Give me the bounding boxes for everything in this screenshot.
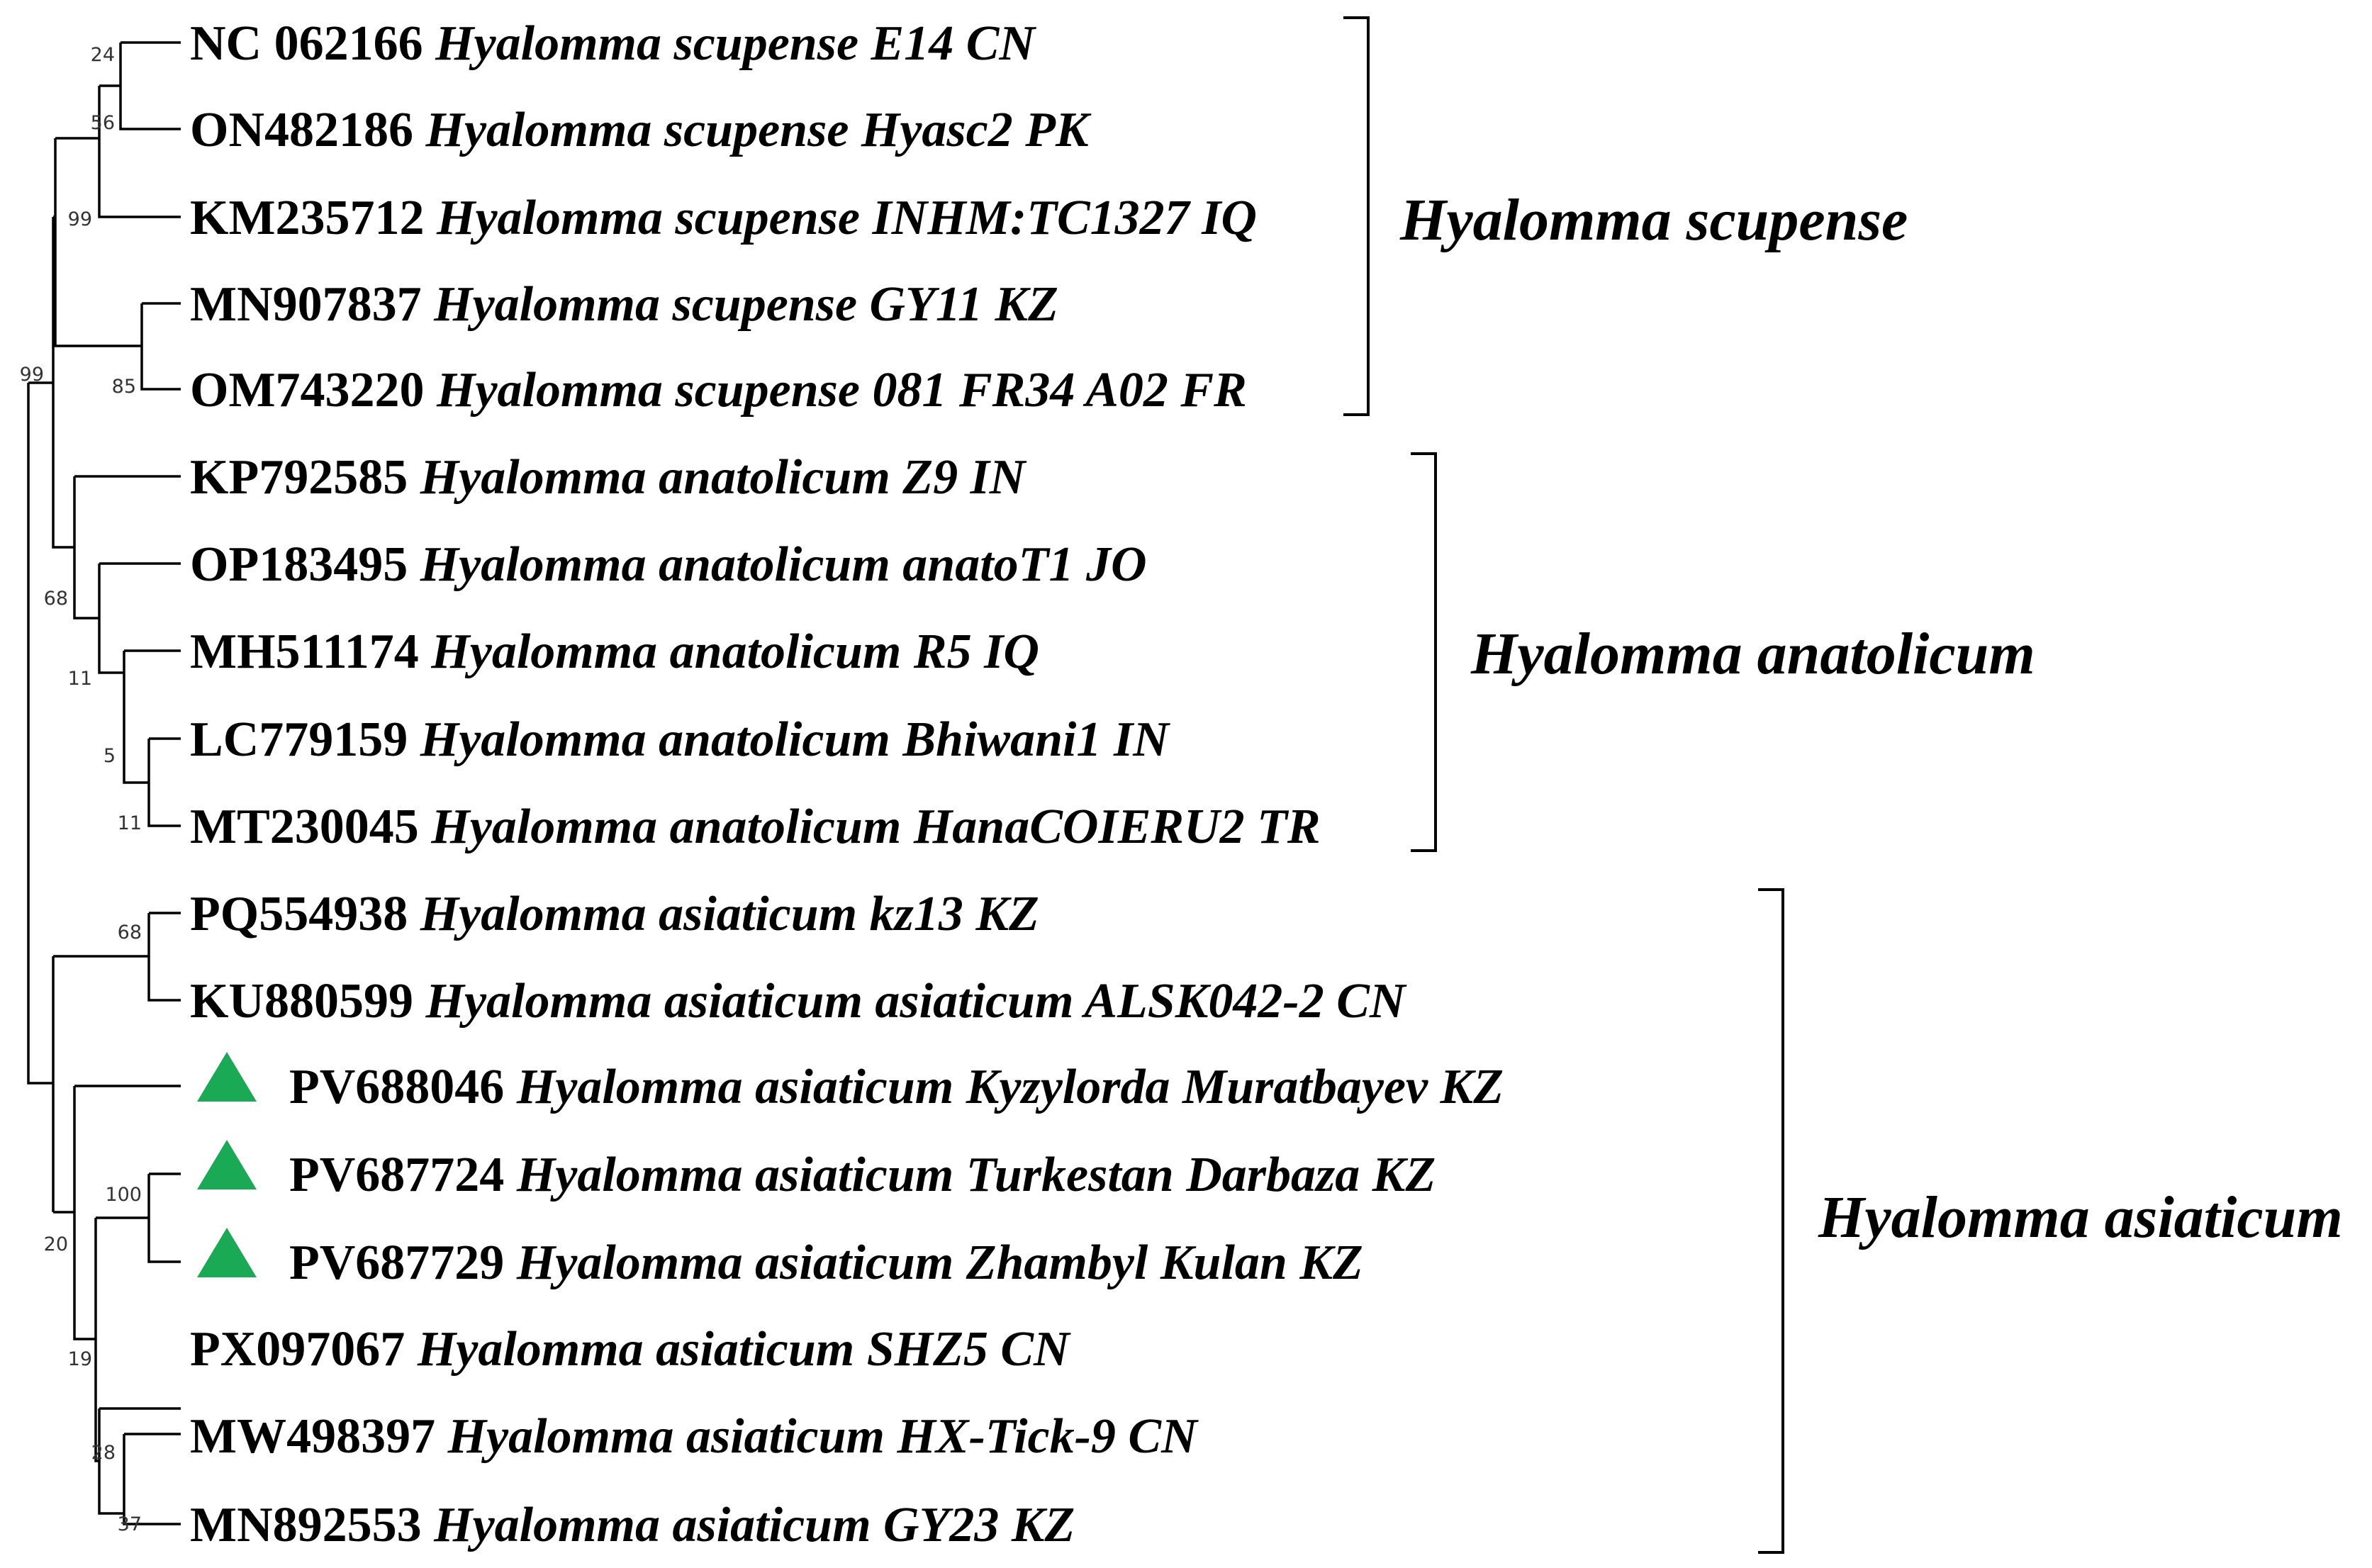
branch-56: [98, 84, 181, 218]
branch-85: [99, 302, 181, 391]
bootstrap-value: 100: [105, 1184, 142, 1206]
leaf-species: Hyalomma asiaticum kz13 KZ: [408, 887, 1039, 941]
leaf-label: OM743220 Hyalomma scupense 081 FR34 A02 …: [190, 363, 1247, 418]
leaf-species: Hyalomma asiaticum HX-Tick-9 CN: [435, 1409, 1199, 1464]
bootstrap-value: 24: [91, 44, 115, 66]
leaf-accession: PX097067: [190, 1322, 405, 1377]
leaf-label: PV688046 Hyalomma asiaticum Kyzylorda Mu…: [289, 1060, 1504, 1114]
branch-100: [94, 1172, 181, 1462]
bootstrap-value: 99: [20, 364, 44, 386]
clade-brackets: [1343, 16, 1784, 1554]
leaf-label: MN907837 Hyalomma scupense GY11 KZ: [190, 277, 1058, 332]
leaf-species: Hyalomma scupense E14 CN: [423, 16, 1037, 71]
tree-branches: [27, 41, 181, 1525]
leaf-accession: ON482186: [190, 103, 413, 157]
bootstrap-value: 20: [44, 1233, 68, 1255]
clade-bracket-anatolicum: [1411, 452, 1437, 852]
bootstrap-value: 56: [91, 112, 115, 134]
triangle-marker-icon: [197, 1052, 257, 1102]
branch-11a: [98, 562, 181, 674]
leaf-label: KP792585 Hyalomma anatolicum Z9 IN: [190, 450, 1027, 505]
bootstrap-value: 5: [104, 745, 116, 767]
bootstrap-value: 11: [118, 812, 142, 834]
leaf-accession: MW498397: [190, 1409, 435, 1464]
leaf-accession: LC779159: [190, 712, 408, 767]
leaf-species: Hyalomma anatolicum Bhiwani1 IN: [408, 712, 1170, 767]
leaf-species: Hyalomma asiaticum asiaticum ALSK042-2 C…: [413, 974, 1407, 1029]
leaf-accession: MN892553: [190, 1498, 422, 1552]
branch-11b: [147, 737, 181, 827]
clade-bracket-scupense: [1343, 16, 1370, 416]
bootstrap-value: 85: [112, 376, 136, 398]
leaf-label: KM235712 Hyalomma scupense INHM:TC1327 I…: [190, 191, 1257, 245]
bootstrap-value: 28: [91, 1442, 116, 1464]
leaf-accession: OP183495: [190, 537, 408, 592]
leaf-label: PX097067 Hyalomma asiaticum SHZ5 CN: [190, 1322, 1071, 1377]
leaf-label: MW498397 Hyalomma asiaticum HX-Tick-9 CN: [190, 1409, 1199, 1464]
leaf-species: Hyalomma asiaticum Kyzylorda Muratbayev …: [504, 1060, 1504, 1114]
leaf-species: Hyalomma scupense GY11 KZ: [422, 277, 1058, 332]
bootstrap-value: 68: [118, 922, 142, 943]
triangle-marker-icon: [197, 1140, 257, 1189]
leaf-label: PV687724 Hyalomma asiaticum Turkestan Da…: [289, 1148, 1436, 1202]
leaf-species: Hyalomma anatolicum R5 IQ: [419, 625, 1039, 679]
bootstrap-value: 37: [118, 1513, 142, 1535]
bootstrap-value: 11: [68, 668, 92, 690]
branch-28: [123, 1433, 181, 1525]
leaf-species: Hyalomma asiaticum GY23 KZ: [422, 1498, 1075, 1552]
leaf-label: MN892553 Hyalomma asiaticum GY23 KZ: [190, 1498, 1075, 1552]
leaf-species: Hyalomma asiaticum Turkestan Darbaza KZ: [504, 1148, 1436, 1202]
leaf-label: MH511174 Hyalomma anatolicum R5 IQ: [190, 625, 1039, 679]
leaf-label: NC 062166 Hyalomma scupense E14 CN: [190, 16, 1036, 71]
leaf-label: KU880599 Hyalomma asiaticum asiaticum AL…: [190, 974, 1407, 1029]
clade-label-anatolicum: Hyalomma anatolicum: [1470, 621, 2035, 687]
leaf-accession: KM235712: [190, 191, 425, 245]
bootstrap-value: 19: [68, 1348, 92, 1370]
leaf-accession: KU880599: [190, 974, 413, 1029]
leaf-label: PV687729 Hyalomma asiaticum Zhambyl Kula…: [289, 1236, 1363, 1290]
leaf-accession: PQ554938: [190, 887, 408, 941]
branch-24: [119, 41, 181, 130]
bootstrap-value: 68: [44, 588, 68, 610]
leaf-label: MT230045 Hyalomma anatolicum HanaCOIERU2…: [190, 800, 1321, 854]
branch-anatolicum: [73, 475, 181, 620]
leaf-accession: MN907837: [190, 277, 422, 332]
clade-bracket-asiaticum: [1758, 888, 1784, 1554]
leaf-species: Hyalomma scupense 081 FR34 A02 FR: [425, 363, 1247, 418]
clade-labels: Hyalomma scupense Hyalomma anatolicum Hy…: [1399, 187, 2343, 1250]
branch-68b: [53, 912, 181, 1002]
leaf-accession: MT230045: [190, 800, 419, 854]
leaf-labels: NC 062166 Hyalomma scupense E14 CNON4821…: [190, 16, 1504, 1552]
leaf-label: LC779159 Hyalomma anatolicum Bhiwani1 IN: [190, 712, 1170, 767]
branch-5: [123, 649, 181, 784]
branch-20: [53, 1085, 181, 1340]
leaf-species: Hyalomma scupense Hyasc2 PK: [413, 103, 1092, 157]
leaf-species: Hyalomma anatolicum HanaCOIERU2 TR: [419, 800, 1321, 854]
leaf-accession: PV688046: [289, 1060, 504, 1114]
leaf-species: Hyalomma anatolicum Z9 IN: [408, 450, 1027, 505]
branch-scupense: [54, 137, 99, 347]
leaf-species: Hyalomma asiaticum SHZ5 CN: [405, 1322, 1071, 1377]
leaf-species: Hyalomma scupense INHM:TC1327 IQ: [425, 191, 1257, 245]
triangle-marker-icon: [197, 1228, 257, 1277]
leaf-label: PQ554938 Hyalomma asiaticum kz13 KZ: [190, 887, 1039, 941]
leaf-label: OP183495 Hyalomma anatolicum anatoT1 JO: [190, 537, 1147, 592]
leaf-accession: PV687724: [289, 1148, 504, 1202]
clade-label-asiaticum: Hyalomma asiaticum: [1818, 1185, 2343, 1250]
leaf-accession: NC 062166: [190, 16, 423, 71]
leaf-accession: PV687729: [289, 1236, 504, 1290]
leaf-species: Hyalomma anatolicum anatoT1 JO: [408, 537, 1146, 592]
leaf-accession: KP792585: [190, 450, 408, 505]
bootstrap-values: 24 56 99 85 99 68 11 5 11 68 100 20 19 2…: [20, 44, 142, 1535]
leaf-accession: OM743220: [190, 363, 425, 418]
branch-root: [27, 381, 53, 1085]
leaf-species: Hyalomma asiaticum Zhambyl Kulan KZ: [504, 1236, 1363, 1290]
leaf-label: ON482186 Hyalomma scupense Hyasc2 PK: [190, 103, 1092, 157]
clade-label-scupense: Hyalomma scupense: [1399, 187, 1908, 253]
branch-19: [98, 1407, 181, 1515]
leaf-accession: MH511174: [190, 625, 419, 679]
bootstrap-value: 99: [68, 208, 92, 230]
